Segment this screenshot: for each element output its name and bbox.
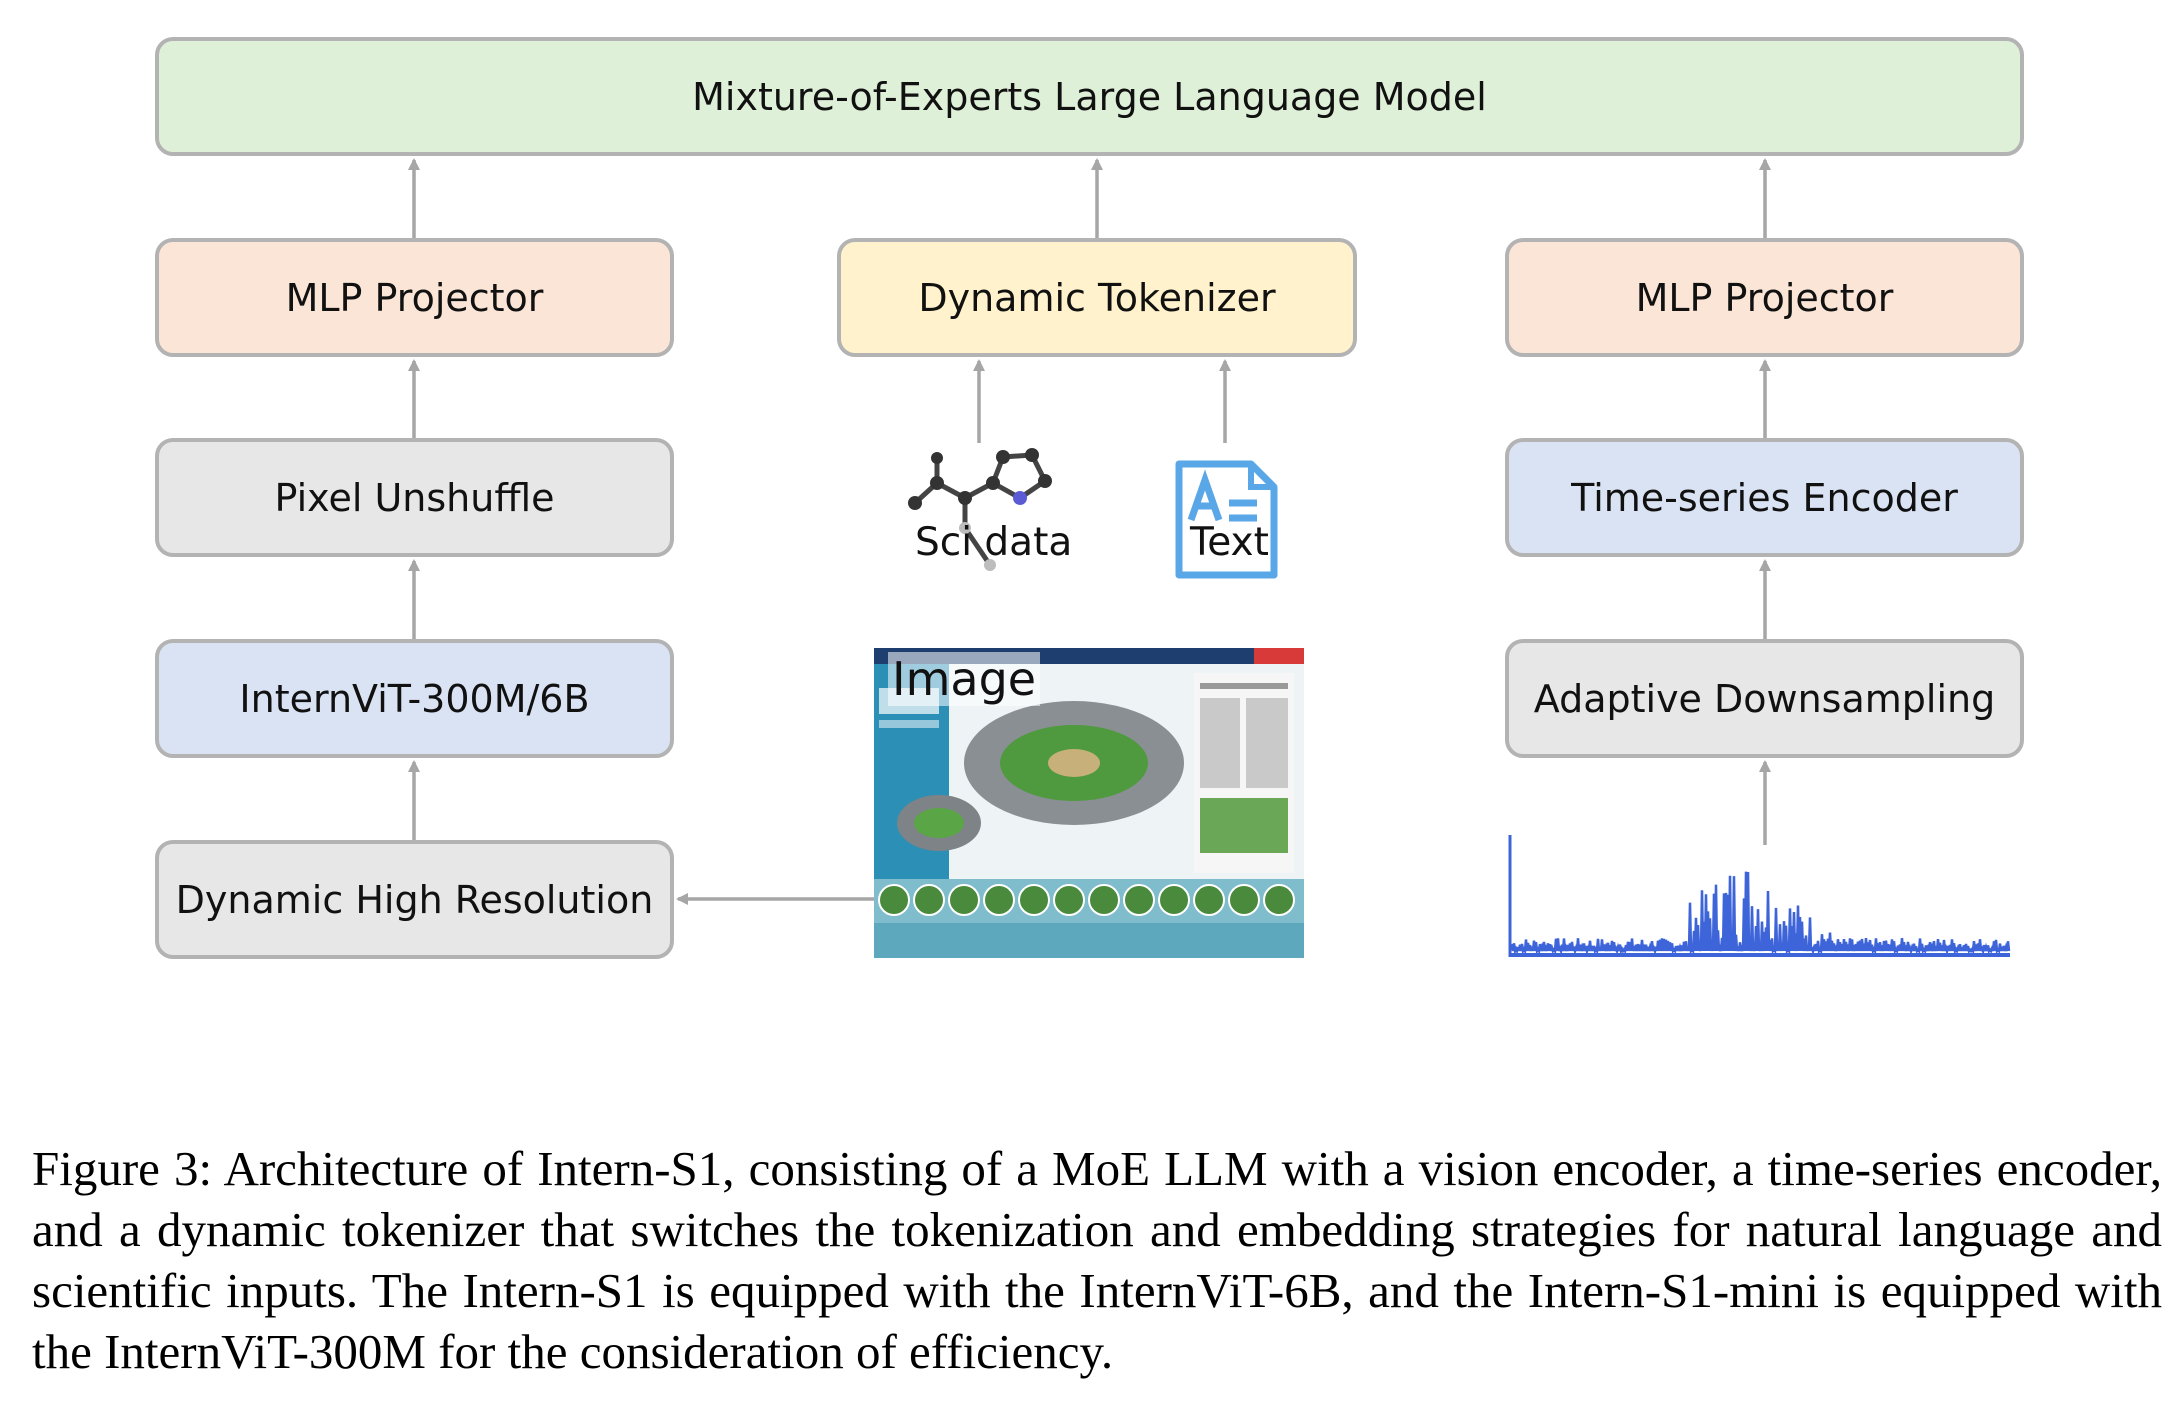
- internvit-box: InternViT-300M/6B: [155, 639, 674, 758]
- dynamic-tokenizer-box: Dynamic Tokenizer: [837, 238, 1357, 357]
- llm-box: Mixture-of-Experts Large Language Model: [155, 37, 2024, 156]
- text-label: Text: [1190, 520, 1269, 565]
- image-label: Image: [888, 652, 1041, 706]
- left-mlp-projector-label: MLP Projector: [285, 275, 544, 320]
- internvit-label: InternViT-300M/6B: [239, 676, 590, 721]
- pixel-unshuffle-label: Pixel Unshuffle: [274, 475, 555, 520]
- text-document-icon: [1175, 460, 1278, 579]
- right-mlp-projector-box: MLP Projector: [1505, 238, 2024, 357]
- figure-caption: Figure 3: Architecture of Intern-S1, con…: [32, 1141, 2162, 1379]
- adaptive-downsampling-box: Adaptive Downsampling: [1505, 639, 2024, 758]
- molecule-icon: [908, 448, 1052, 571]
- time-series-line: [1510, 871, 2011, 956]
- time-series-encoder-label: Time-series Encoder: [1571, 475, 1958, 520]
- right-mlp-projector-label: MLP Projector: [1635, 275, 1894, 320]
- llm-label: Mixture-of-Experts Large Language Model: [692, 74, 1487, 119]
- time-series-plot: [1508, 835, 2011, 957]
- adaptive-downsampling-label: Adaptive Downsampling: [1533, 676, 1996, 721]
- time-series-encoder-box: Time-series Encoder: [1505, 438, 2024, 557]
- dynamic-tokenizer-label: Dynamic Tokenizer: [918, 275, 1276, 320]
- dynamic-high-resolution-box: Dynamic High Resolution: [155, 840, 674, 959]
- left-mlp-projector-box: MLP Projector: [155, 238, 674, 357]
- image-thumbnail: Image: [874, 648, 1304, 958]
- dynamic-high-resolution-label: Dynamic High Resolution: [175, 877, 654, 922]
- pixel-unshuffle-box: Pixel Unshuffle: [155, 438, 674, 557]
- sci-data-label: Sci data: [915, 520, 1073, 565]
